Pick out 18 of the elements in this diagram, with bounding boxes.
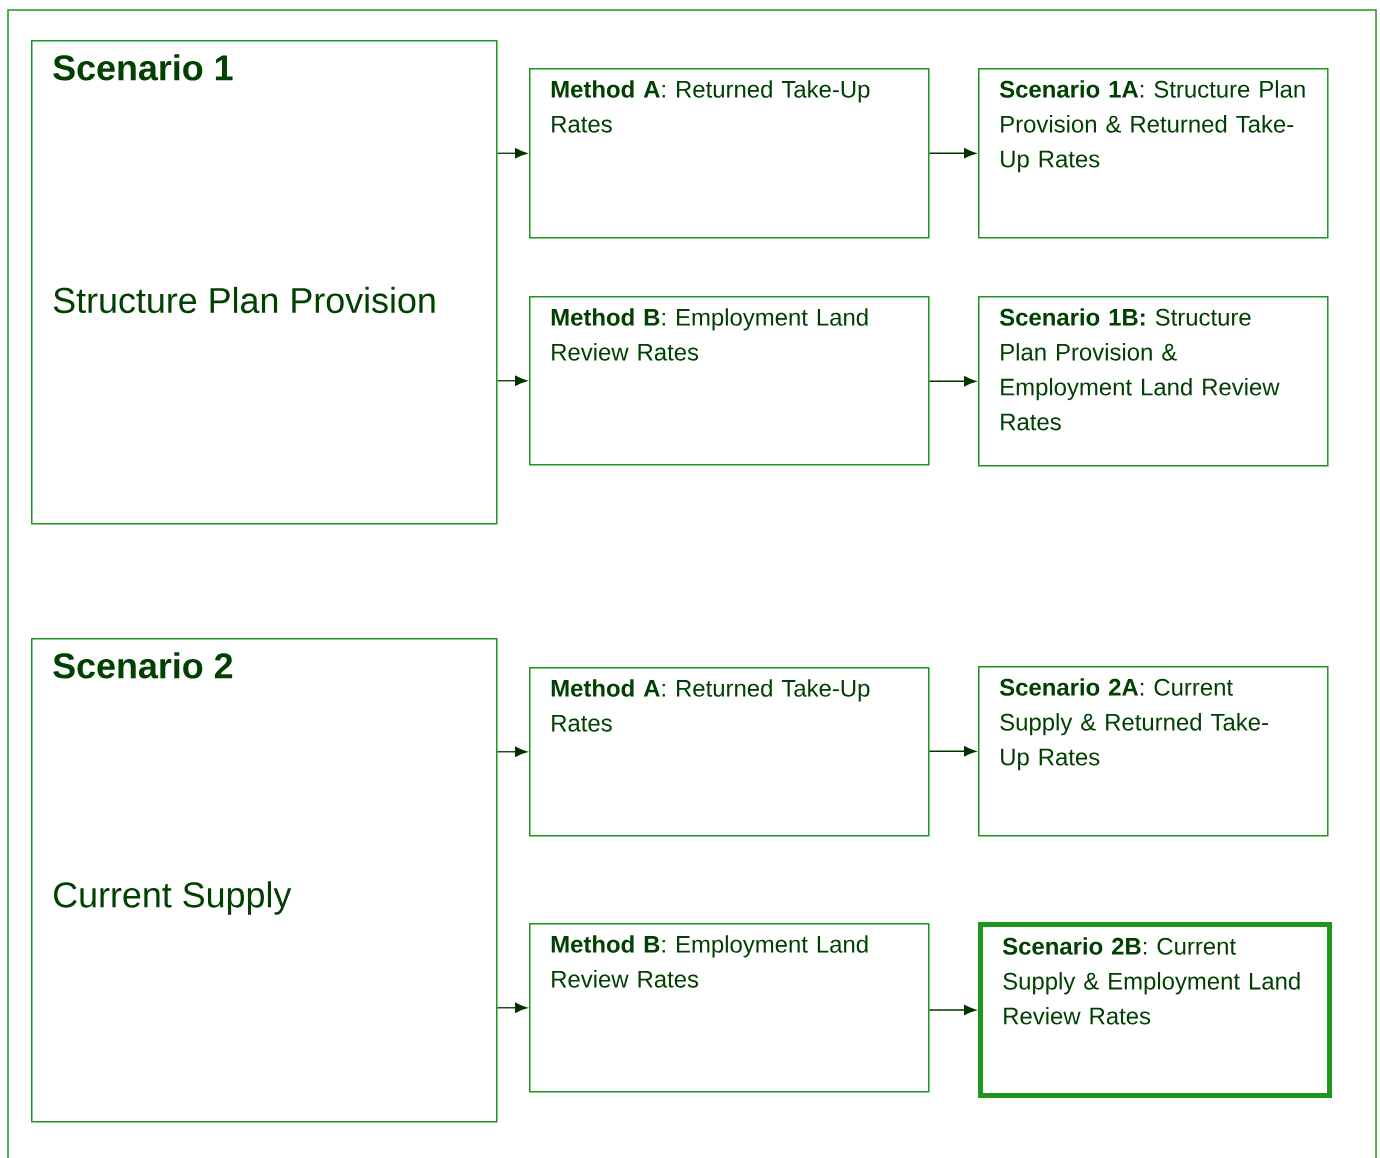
arrow [496,746,528,757]
process-box: Scenario 2B: Current Supply & Employment Land Review Rates [978,922,1332,1098]
process-box: Method A: Returned Take-Up Rates [529,68,930,239]
arrow [928,1005,977,1015]
arrow [928,148,977,159]
process-box: Method A: Returned Take-Up Rates [529,667,930,837]
arrow [496,375,528,386]
process-box: Scenario 1A: Structure Plan Provision & Returned Take-Up Rates [978,68,1329,239]
arrow [928,746,977,757]
process-box: Scenario 2A: Current Supply & Returned Take-Up Rates [978,666,1329,837]
process-box: Method B: Employment Land Review Rates [529,296,930,466]
scenario-box: Scenario 1 Structure Plan Provision [31,40,498,525]
scenario-box: Scenario 2 Current Supply [31,638,498,1123]
process-box: Scenario 1B: Structure Plan Provision & Employment Land Review Rates [978,296,1329,467]
process-box: Method B: Employment Land Review Rates [529,923,930,1093]
arrow [496,148,528,159]
arrow [928,376,977,387]
arrow [496,1002,528,1013]
